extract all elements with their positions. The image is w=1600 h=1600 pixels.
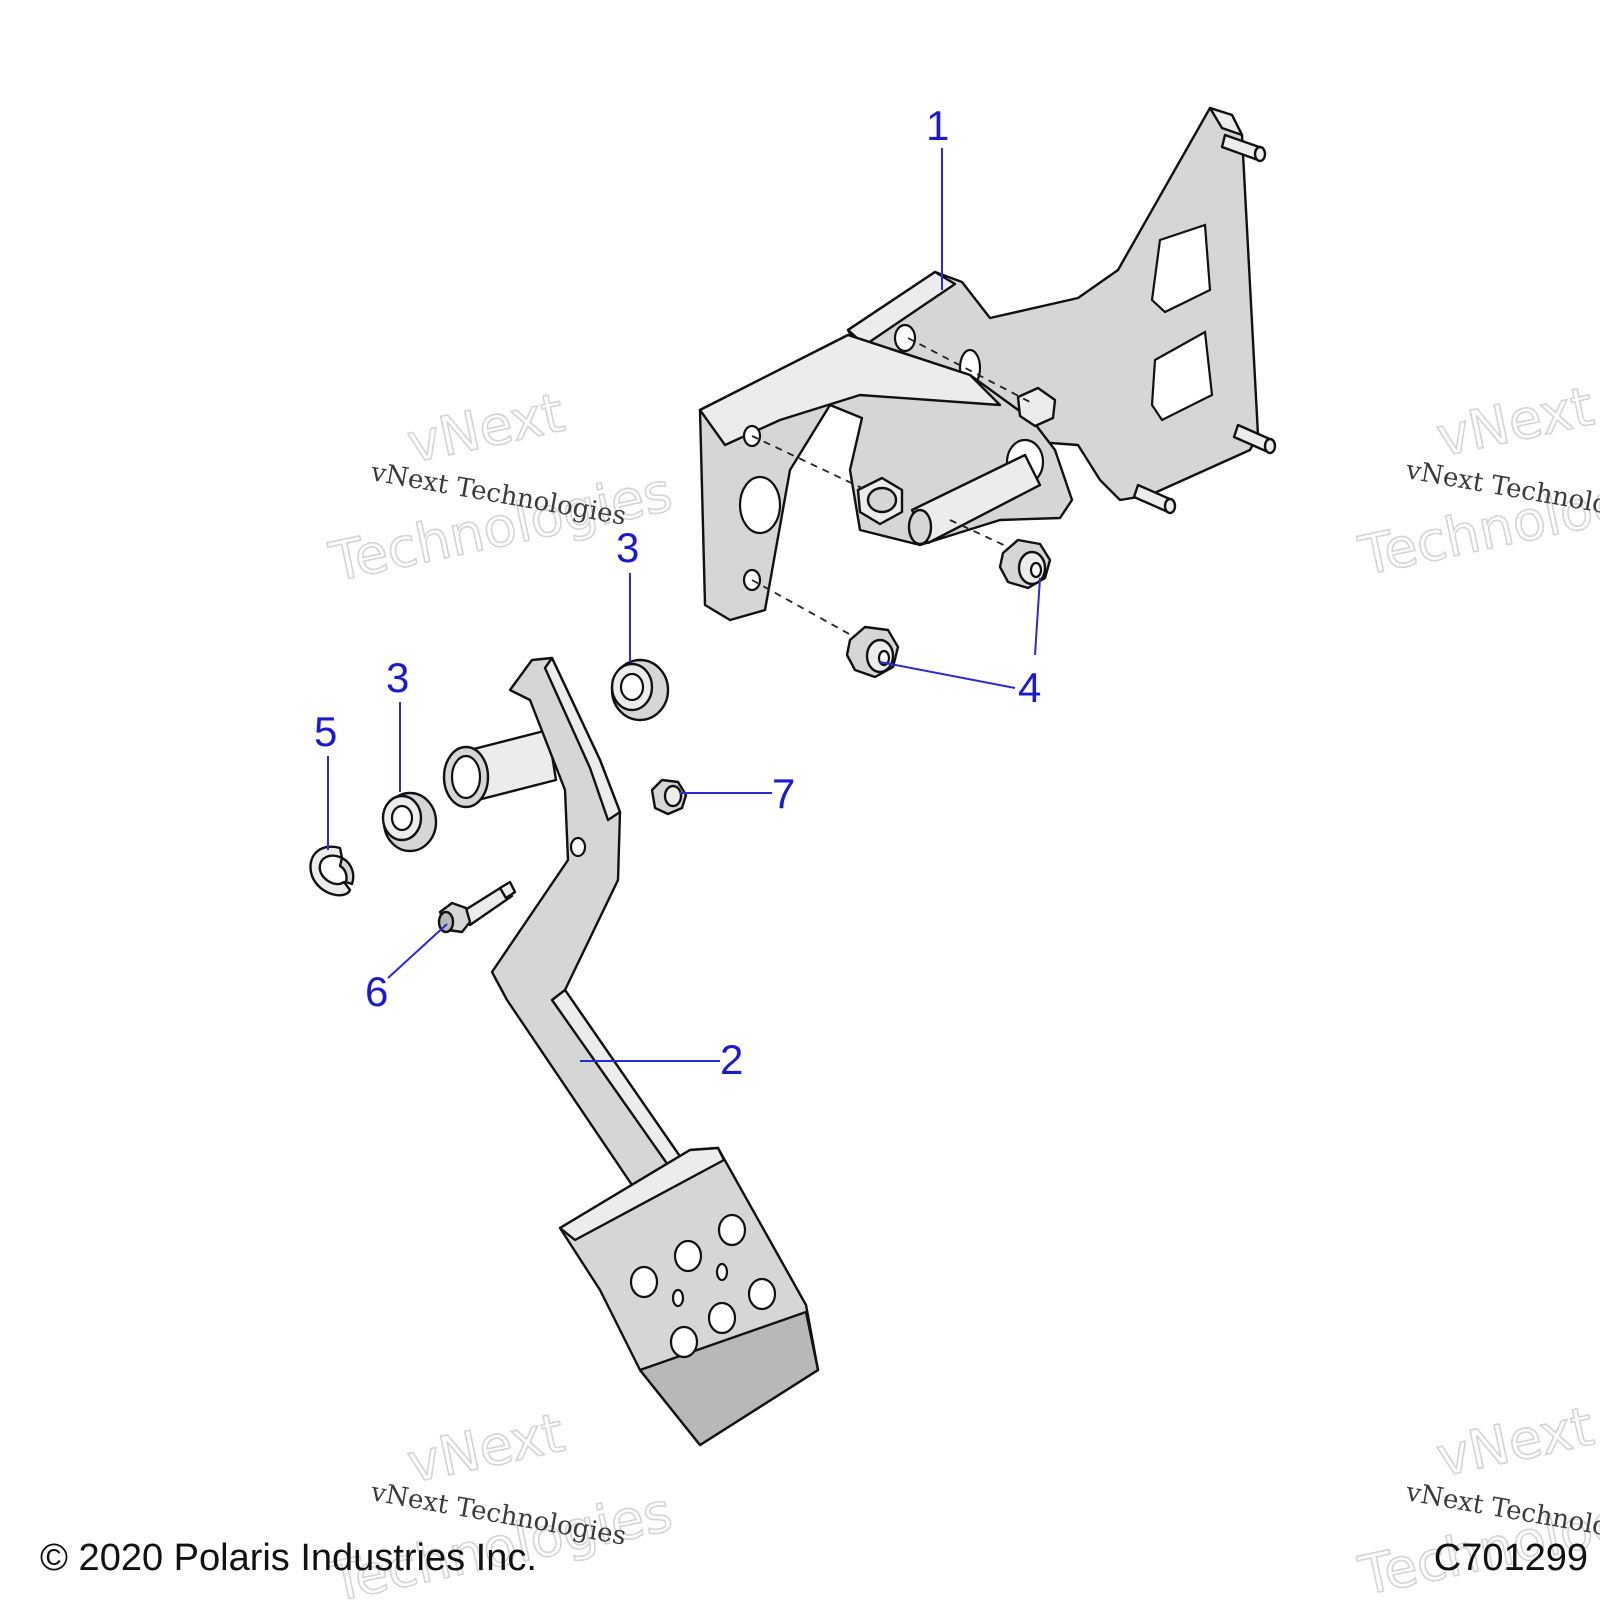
bracket-slot-lower [1150,330,1214,422]
pedal-arm [442,656,690,1188]
callout-3-lower: 3 [386,654,409,701]
e-clip [309,845,355,897]
alignment-lines [751,337,1031,641]
callouts: 1 2 3 3 4 5 6 7 [314,102,1041,1083]
callout-1: 1 [926,102,949,149]
bushing-lower [381,791,438,853]
bracket-slot-upper [1150,223,1212,314]
copyright-text: © 2020 Polaris Industries Inc. [40,1537,537,1579]
callout-4: 4 [1018,664,1041,711]
figure-id: C701299 [1434,1537,1588,1579]
watermark-big-3: vNext [1431,375,1598,469]
callout-3-upper: 3 [616,524,639,571]
pedal-pad-holes [629,1213,777,1359]
flange-nut-lower [845,625,900,679]
shoulder-bolt [437,880,517,934]
bushing-upper [610,658,670,722]
watermark-big-7: vNext [1431,1395,1598,1489]
pedal-pad [558,1146,820,1447]
callout-7: 7 [772,770,795,817]
callout-6: 6 [365,968,388,1015]
leader-lines [327,148,1041,1062]
mounting-bracket [698,106,1277,622]
watermark-big-1: vNext [402,381,569,475]
bracket-studs [1132,133,1277,515]
pivot-shaft [907,453,1042,546]
flange-nut-upper [998,538,1052,590]
callout-5: 5 [314,708,337,755]
bracket-arm-hole [738,475,782,535]
watermark-big-5: vNext [402,1401,569,1495]
callout-2: 2 [720,1036,743,1083]
small-nut [650,778,688,816]
